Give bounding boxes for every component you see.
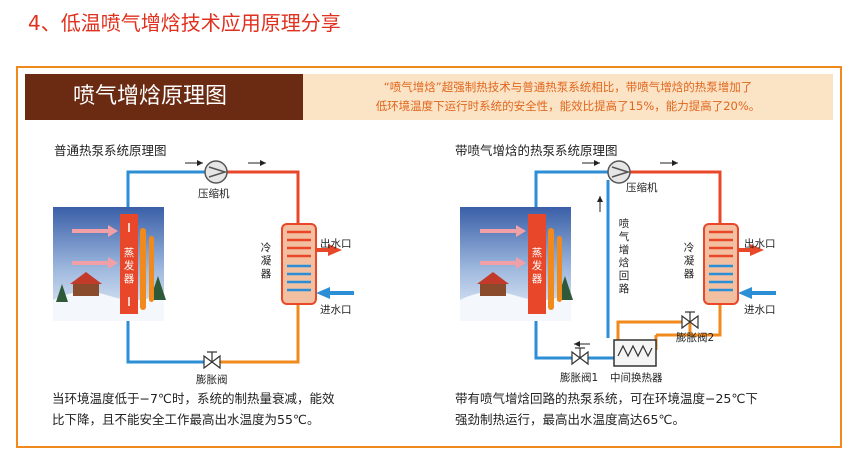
left-pipe-hot-top bbox=[227, 170, 300, 228]
right-pipe-hot-top bbox=[630, 170, 722, 228]
right-condenser bbox=[703, 223, 739, 305]
left-pipe-condenser-out bbox=[220, 300, 300, 364]
banner-description: “喷气增焓”超强制热技术与普通热泵系统相比，带喷气增焓的热泵增加了 低环境温度下… bbox=[303, 74, 833, 120]
right-evaporator-label: 蒸发器 bbox=[531, 247, 543, 285]
injection-loop-label: 喷气增焓回路 bbox=[618, 218, 630, 295]
right-diagram bbox=[460, 160, 776, 367]
right-pipe-condenser-out bbox=[656, 300, 722, 337]
left-expansion-valve-label: 膨胀阀 bbox=[196, 374, 228, 386]
expansion-valve-2-icon bbox=[681, 311, 699, 330]
right-caption-line1: 带有喷气增焓回路的热泵系统，可在环境温度−25℃下 bbox=[455, 391, 758, 406]
right-pipe-cold-top bbox=[534, 170, 608, 207]
right-pipe-valve1-to-evap bbox=[534, 318, 572, 360]
right-condenser-label: 冷凝器 bbox=[683, 242, 695, 280]
expansion-valve-1-label: 膨胀阀1 bbox=[560, 372, 599, 384]
left-evaporator-label: 蒸发器 bbox=[123, 247, 135, 285]
banner-description-line2: 低环境温度下运行时系统的安全性，能效比提高了15%，能力提高了20%。 bbox=[375, 99, 761, 113]
page-heading: 4、低温喷气增焓技术应用原理分享 bbox=[28, 11, 341, 35]
right-water-in-label: 进水口 bbox=[744, 304, 776, 316]
banner-description-line1: “喷气增焓”超强制热技术与普通热泵系统相比，带喷气增焓的热泵增加了 bbox=[383, 80, 753, 94]
left-caption: 当环境温度低于−7℃时，系统的制热量衰减，能效 比下降，且不能安全工作最高出水温… bbox=[52, 388, 334, 430]
left-diagram bbox=[53, 160, 354, 370]
right-compressor-label: 压缩机 bbox=[626, 182, 658, 194]
right-caption: 带有喷气增焓回路的热泵系统，可在环境温度−25℃下 强劲制热运行，最高出水温度高… bbox=[455, 388, 758, 430]
left-water-in-label: 进水口 bbox=[320, 304, 352, 316]
left-caption-line2: 比下降，且不能安全工作最高出水温度为55℃。 bbox=[52, 412, 320, 427]
left-water-out-label: 出水口 bbox=[320, 238, 352, 250]
banner-title: 喷气增焓原理图 bbox=[25, 74, 303, 120]
right-water-out-label: 出水口 bbox=[744, 238, 776, 250]
right-evaporator bbox=[528, 214, 546, 314]
left-evaporator bbox=[120, 214, 138, 314]
left-panel-title: 普通热泵系统原理图 bbox=[54, 143, 167, 158]
left-condenser bbox=[281, 223, 317, 305]
left-compressor-label: 压缩机 bbox=[198, 188, 230, 200]
left-expansion-valve-icon bbox=[203, 351, 221, 370]
left-caption-line1: 当环境温度低于−7℃时，系统的制热量衰减，能效 bbox=[52, 391, 335, 406]
right-panel-title: 带喷气增焓的热泵系统原理图 bbox=[455, 143, 618, 158]
right-pipe-injection-branch bbox=[616, 320, 692, 340]
right-caption-line2: 强劲制热运行，最高出水温度高达65℃。 bbox=[455, 412, 685, 427]
expansion-valve-1-icon bbox=[571, 347, 589, 366]
left-pipe-valve-to-evap bbox=[126, 318, 204, 364]
left-pipe-cold-top bbox=[126, 170, 205, 207]
expansion-valve-2-label: 膨胀阀2 bbox=[676, 332, 715, 344]
left-condenser-label: 冷凝器 bbox=[260, 242, 272, 280]
heat-exchanger-label: 中间换热器 bbox=[610, 372, 663, 384]
heat-exchanger-icon bbox=[613, 339, 657, 367]
